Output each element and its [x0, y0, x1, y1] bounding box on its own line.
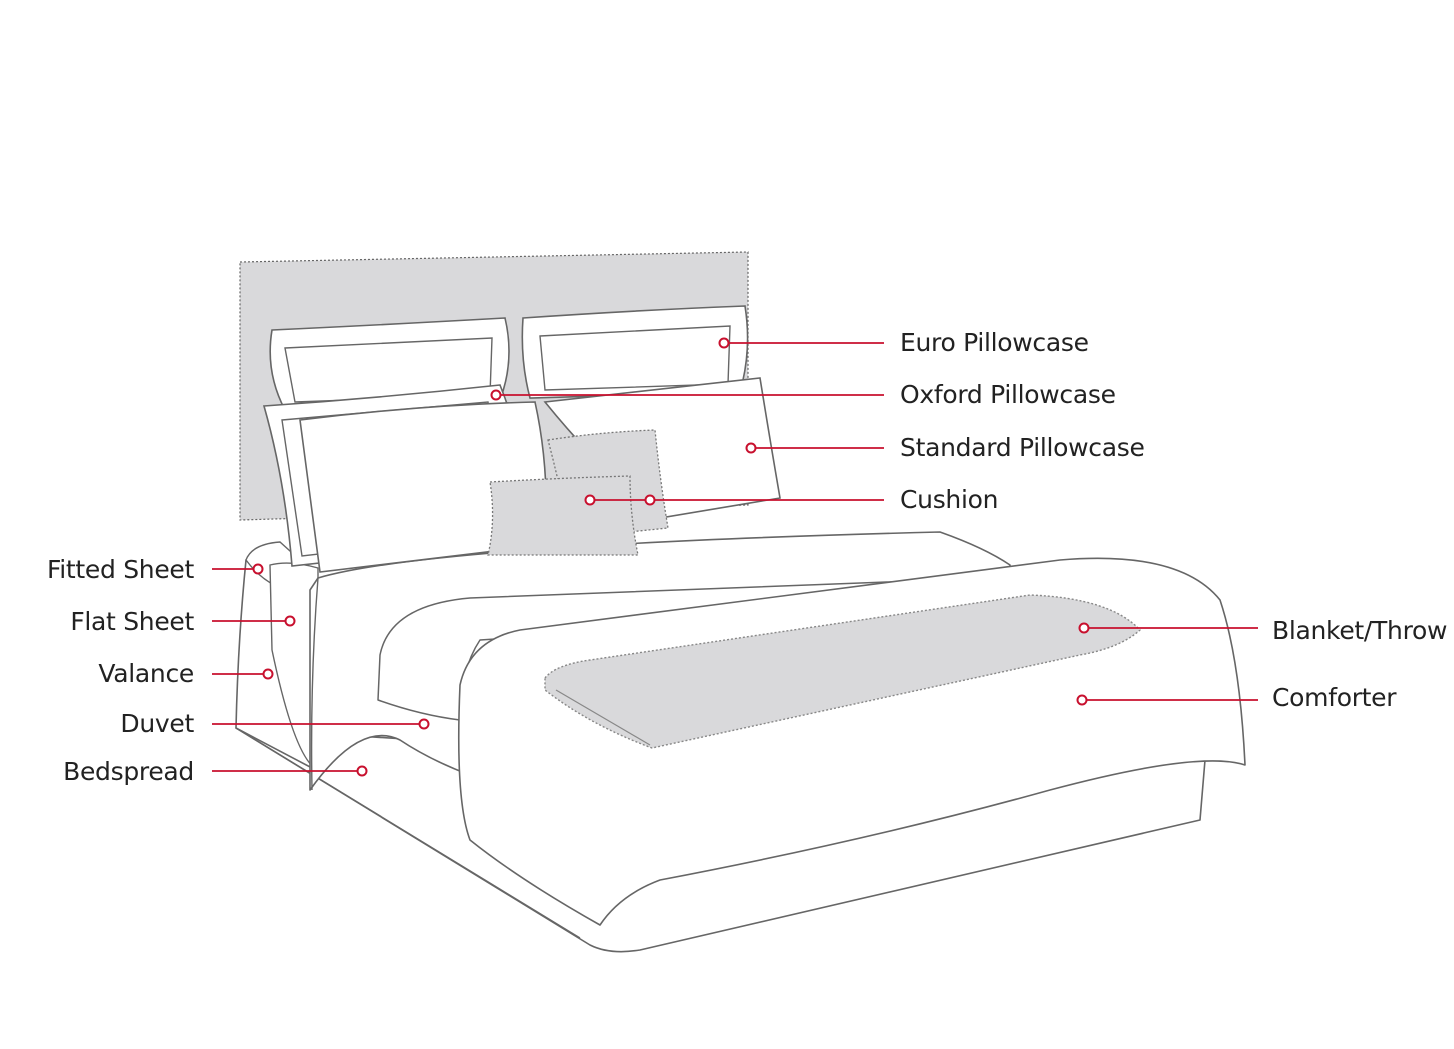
label-blanket-throw: Blanket/Throw — [1272, 616, 1448, 645]
label-euro-pillowcase: Euro Pillowcase — [900, 328, 1089, 357]
pointer-dot-bedspread — [356, 765, 368, 777]
pointer-dot-valance — [262, 668, 274, 680]
pointer-dot-euro-pillowcase — [718, 337, 730, 349]
label-standard-pillowcase: Standard Pillowcase — [900, 433, 1145, 462]
pointer-dot-flat-sheet — [284, 615, 296, 627]
pointer-dot-duvet — [418, 718, 430, 730]
label-duvet: Duvet — [120, 709, 194, 738]
euro-pillow-left — [269, 317, 510, 411]
label-oxford-pillowcase: Oxford Pillowcase — [900, 380, 1116, 409]
euro-pillow-right — [521, 305, 749, 399]
pointer-dot-cushion-front — [584, 494, 596, 506]
label-flat-sheet: Flat Sheet — [70, 607, 194, 636]
label-valance: Valance — [98, 659, 194, 688]
label-cushion: Cushion — [900, 485, 999, 514]
blanket-throw — [544, 594, 1141, 749]
pointer-dot-comforter — [1076, 694, 1088, 706]
cushion-front — [487, 475, 639, 556]
pointer-dot-oxford-pillowcase — [490, 389, 502, 401]
standard-pillow-left — [299, 401, 548, 573]
pointer-dot-cushion-back — [644, 494, 656, 506]
pointer-dot-fitted-sheet — [252, 563, 264, 575]
label-bedspread: Bedspread — [63, 757, 194, 786]
pointer-dot-blanket-throw — [1078, 622, 1090, 634]
label-comforter: Comforter — [1272, 683, 1397, 712]
pointer-dot-standard-pillowcase — [745, 442, 757, 454]
label-fitted-sheet: Fitted Sheet — [47, 555, 194, 584]
